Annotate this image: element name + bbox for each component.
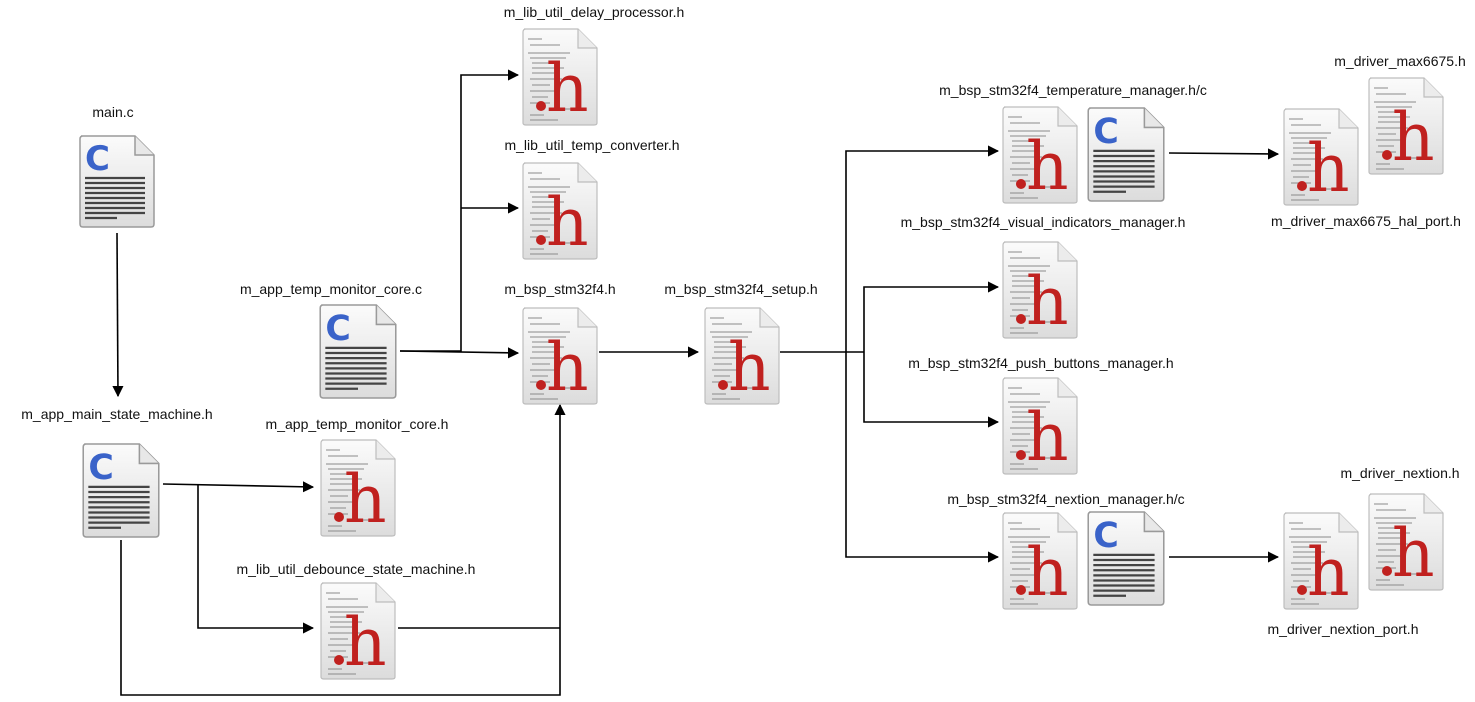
driver-nextion-label: m_driver_nextion.h <box>1340 465 1460 481</box>
app-temp-monitor-core-c-label: m_app_temp_monitor_core.c <box>239 281 423 297</box>
main-c-label: main.c <box>92 104 134 120</box>
bsp-nextion-manager-h-icon <box>1002 512 1078 611</box>
app-temp-monitor-core-h-file-icon <box>320 439 396 538</box>
bsp-visual-indicators-file-icon <box>1002 241 1078 340</box>
app-temp-monitor-core-h-label: m_app_temp_monitor_core.h <box>265 416 449 432</box>
lib-util-delay-file-icon <box>522 28 598 127</box>
bsp-temperature-manager-h-icon <box>1002 106 1078 205</box>
lib-util-debounce-label: m_lib_util_debounce_state_machine.h <box>236 561 476 577</box>
driver-max6675-file-icon <box>1368 77 1444 176</box>
bsp-temperature-manager-label: m_bsp_stm32f4_temperature_manager.h/c <box>939 82 1207 98</box>
app-temp-monitor-core-c-file-icon <box>319 303 397 400</box>
driver-max6675-label: m_driver_max6675.h <box>1334 53 1466 69</box>
connector-lines <box>112 69 1280 696</box>
driver-max6675-hal-port-file-icon <box>1283 108 1359 207</box>
driver-max6675-hal-port-label: m_driver_max6675_hal_port.h <box>1271 213 1461 229</box>
bsp-stm32f4-label: m_bsp_stm32f4.h <box>504 281 616 297</box>
bsp-stm32f4-setup-label: m_bsp_stm32f4_setup.h <box>664 281 818 297</box>
app-main-state-machine-label: m_app_main_state_machine.h <box>21 406 213 422</box>
bsp-temperature-manager-c-icon <box>1087 106 1165 203</box>
main-c-file-icon <box>78 134 156 229</box>
bsp-stm32f4-setup-file-icon <box>704 307 780 406</box>
app-main-state-machine-file-icon <box>82 442 160 539</box>
driver-nextion-port-file-icon <box>1283 512 1359 611</box>
lib-util-temp-converter-label: m_lib_util_temp_converter.h <box>504 137 680 153</box>
lib-util-delay-label: m_lib_util_delay_processor.h <box>503 4 685 20</box>
lib-util-debounce-file-icon <box>320 582 396 681</box>
bsp-nextion-manager-label: m_bsp_stm32f4_nextion_manager.h/c <box>947 491 1185 507</box>
lib-util-temp-converter-file-icon <box>522 162 598 261</box>
bsp-nextion-manager-c-icon <box>1087 510 1165 607</box>
bsp-visual-indicators-label: m_bsp_stm32f4_visual_indicators_manager.… <box>900 214 1186 230</box>
driver-nextion-port-label: m_driver_nextion_port.h <box>1267 621 1419 637</box>
bsp-push-buttons-file-icon <box>1002 377 1078 476</box>
driver-nextion-file-icon <box>1368 493 1444 592</box>
bsp-push-buttons-label: m_bsp_stm32f4_push_buttons_manager.h <box>908 355 1174 371</box>
bsp-stm32f4-file-icon <box>522 307 598 406</box>
